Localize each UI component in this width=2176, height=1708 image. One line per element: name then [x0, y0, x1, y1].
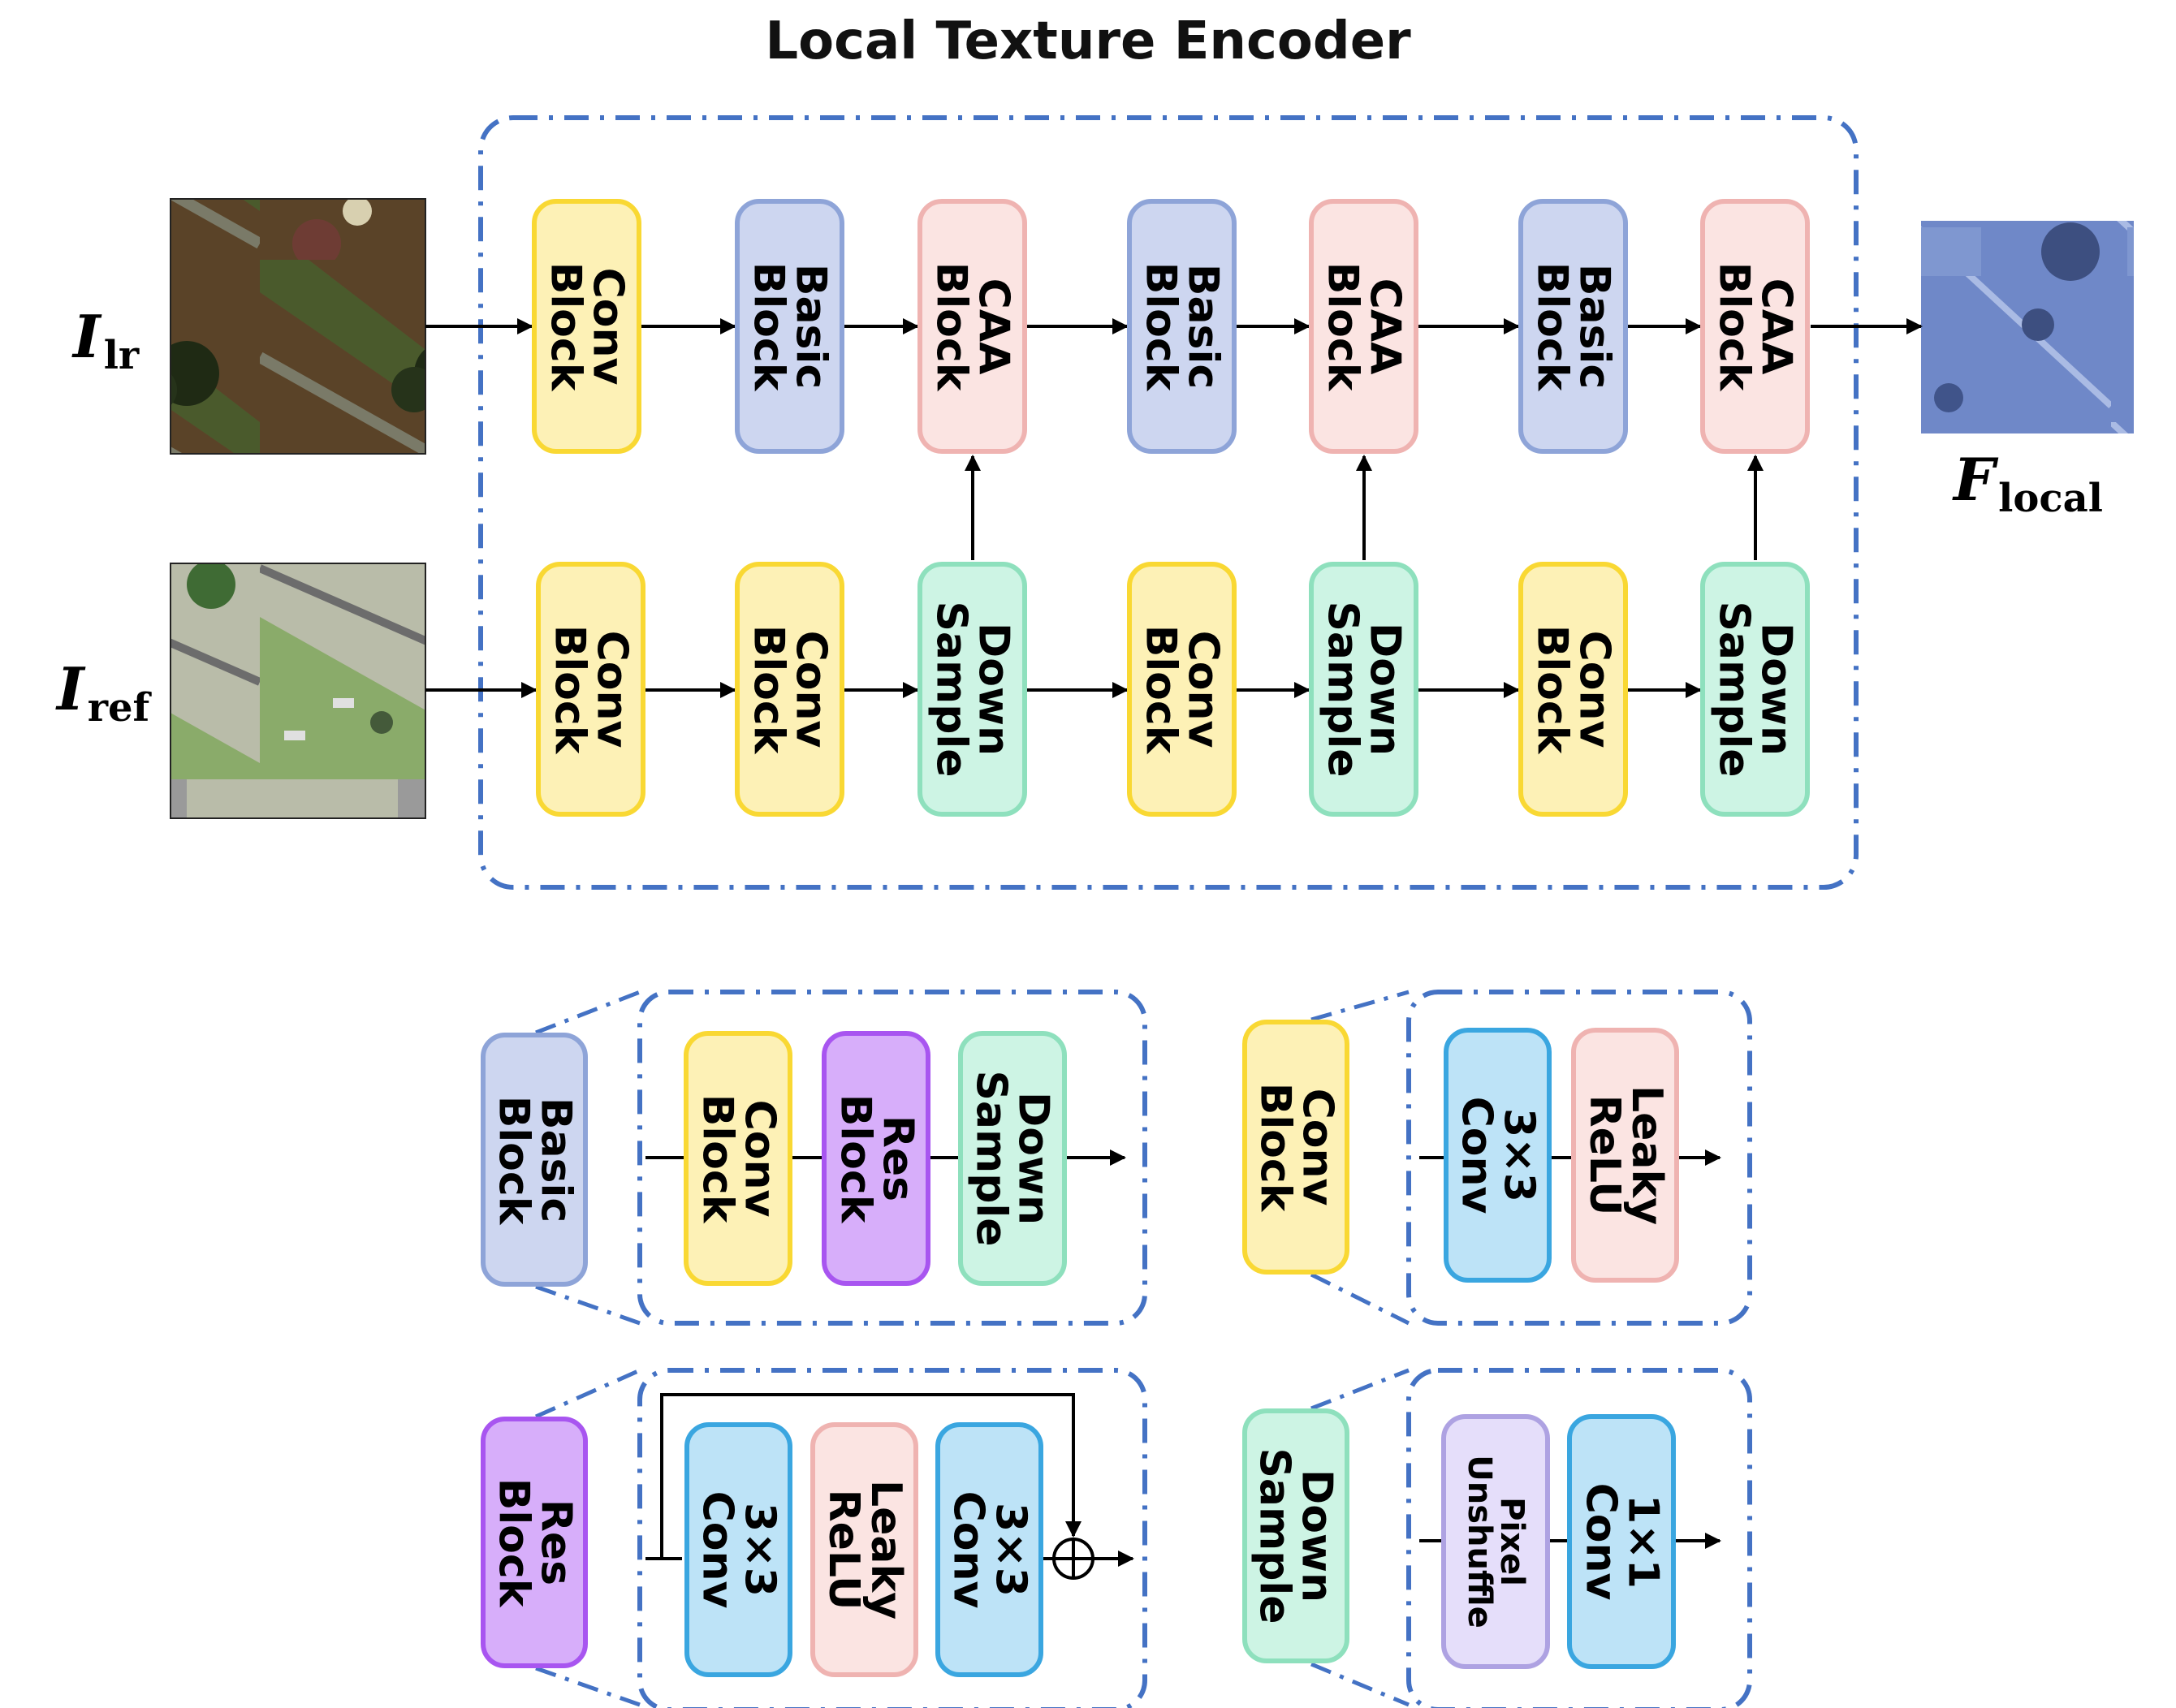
top-basic-block-2: Basic Block — [1127, 199, 1237, 454]
res-block-frame — [637, 1368, 1147, 1708]
basic-block-frame — [637, 990, 1147, 1326]
conv-block-frame — [1406, 990, 1752, 1326]
top-basic-block-1: Basic Block — [735, 199, 844, 454]
legend-down-sample: Down Sample — [1242, 1408, 1349, 1663]
legend-basic-down-sample: Down Sample — [958, 1031, 1067, 1286]
legend-conv-1x1: 1×1 Conv — [1567, 1414, 1676, 1669]
bottom-down-sample-3: Down Sample — [1700, 562, 1810, 817]
lr-image — [170, 198, 426, 455]
bottom-conv-block-2: Conv Block — [735, 562, 844, 817]
output-feature-image — [1921, 221, 2134, 433]
skip-connection — [660, 1393, 1082, 1559]
legend-conv-block: Conv Block — [1242, 1020, 1349, 1275]
top-caa-block-2: CAA Block — [1309, 199, 1418, 454]
legend-basic-res-block: Res Block — [822, 1031, 930, 1286]
down-sample-frame — [1406, 1368, 1752, 1708]
top-conv-block: Conv Block — [532, 199, 641, 454]
legend-basic-conv-block: Conv Block — [684, 1031, 792, 1286]
vertical-arrows — [965, 455, 1764, 560]
legend-basic-block: Basic Block — [481, 1033, 588, 1287]
top-caa-block-3: CAA Block — [1700, 199, 1810, 454]
output-label: Flocal — [1954, 445, 2103, 521]
encoder-frame — [478, 115, 1859, 890]
legend-conv-leaky-relu: Leaky ReLU — [1571, 1028, 1679, 1283]
ref-image — [170, 563, 426, 819]
top-caa-block-1: CAA Block — [917, 199, 1027, 454]
legend-pixel-unshuffle: Pixel Unshuffle — [1441, 1414, 1550, 1669]
bottom-down-sample-1: Down Sample — [917, 562, 1027, 817]
bottom-conv-block-4: Conv Block — [1518, 562, 1628, 817]
legend-res-block: Res Block — [481, 1417, 588, 1668]
input-ref-label: Iref — [57, 654, 150, 731]
legend-res-conv-3x3-1: 3×3 Conv — [684, 1422, 792, 1677]
legend-res-conv-3x3-2: 3×3 Conv — [935, 1422, 1043, 1677]
legend-res-leaky-relu: Leaky ReLU — [810, 1422, 918, 1677]
bottom-conv-block-3: Conv Block — [1127, 562, 1237, 817]
top-basic-block-3: Basic Block — [1518, 199, 1628, 454]
diagram-title: Local Texture Encoder — [765, 11, 1411, 71]
bottom-conv-block-1: Conv Block — [536, 562, 645, 817]
input-lr-label: Ilr — [73, 302, 140, 378]
bottom-down-sample-2: Down Sample — [1309, 562, 1418, 817]
legend-conv-3x3: 3×3 Conv — [1444, 1028, 1552, 1283]
